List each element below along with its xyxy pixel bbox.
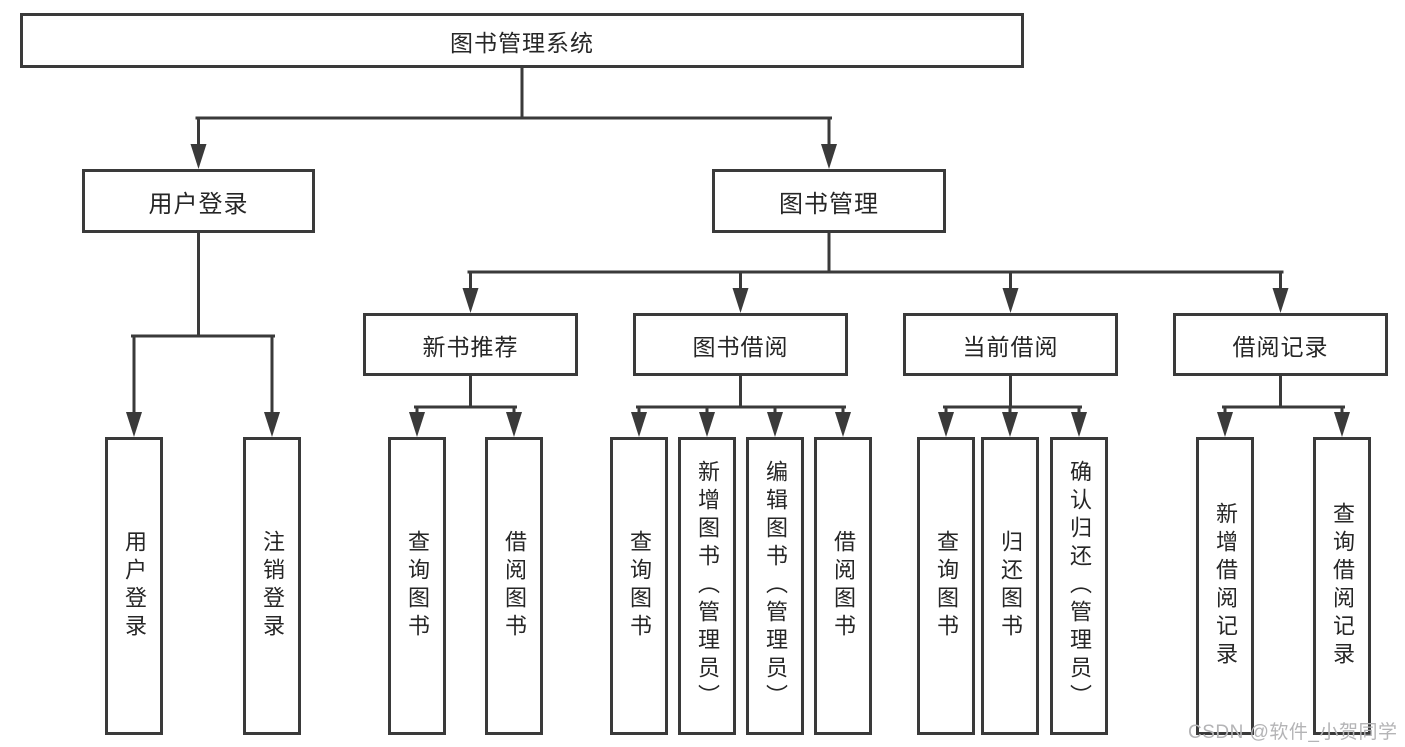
- node-book-borrow-label: 图书借阅: [692, 333, 789, 360]
- leaf-logout: 注销登录: [243, 437, 301, 735]
- leaf-return-book-label: 归还图书: [998, 530, 1023, 642]
- arrowheads: [126, 144, 1350, 437]
- node-borrow-record: 借阅记录: [1173, 313, 1388, 376]
- leaf-query-book-3-label: 查询图书: [934, 530, 959, 642]
- csdn-watermark: CSDN @软件_小贺同学: [1188, 722, 1398, 743]
- leaf-query-book-2: 查询图书: [610, 437, 668, 735]
- node-book-management-label: 图书管理: [779, 190, 879, 218]
- leaf-query-book-3: 查询图书: [917, 437, 975, 735]
- leaf-confirm-return-admin-label: 确认归还（管理员）: [1067, 460, 1092, 712]
- leaf-confirm-return-admin: 确认归还（管理员）: [1050, 437, 1108, 735]
- leaf-user-login: 用户登录: [105, 437, 163, 735]
- leaf-user-login-label: 用户登录: [122, 530, 147, 642]
- node-borrow-record-label: 借阅记录: [1232, 333, 1329, 360]
- leaf-query-book-1: 查询图书: [388, 437, 446, 735]
- node-new-book-recommend-label: 新书推荐: [422, 333, 519, 360]
- node-root-label: 图书管理系统: [450, 29, 594, 56]
- leaf-add-borrow-record-label: 新增借阅记录: [1213, 502, 1238, 670]
- leaf-borrow-book-2: 借阅图书: [814, 437, 872, 735]
- node-current-borrow: 当前借阅: [903, 313, 1118, 376]
- node-user-login: 用户登录: [82, 169, 315, 233]
- leaf-borrow-book-2-label: 借阅图书: [831, 530, 856, 642]
- leaf-add-book-admin-label: 新增图书（管理员）: [695, 460, 720, 712]
- leaf-query-borrow-record-label: 查询借阅记录: [1330, 502, 1355, 670]
- leaf-query-borrow-record: 查询借阅记录: [1313, 437, 1371, 735]
- leaf-add-borrow-record: 新增借阅记录: [1196, 437, 1254, 735]
- leaf-query-book-1-label: 查询图书: [405, 530, 430, 642]
- leaf-edit-book-admin-label: 编辑图书（管理员）: [763, 460, 788, 712]
- node-root-system: 图书管理系统: [20, 13, 1024, 68]
- leaf-return-book: 归还图书: [981, 437, 1039, 735]
- leaf-query-book-2-label: 查询图书: [627, 530, 652, 642]
- leaf-edit-book-admin: 编辑图书（管理员）: [746, 437, 804, 735]
- leaf-add-book-admin: 新增图书（管理员）: [678, 437, 736, 735]
- node-user-login-label: 用户登录: [148, 190, 249, 218]
- leaf-borrow-book-1: 借阅图书: [485, 437, 543, 735]
- node-book-management: 图书管理: [712, 169, 946, 233]
- node-new-book-recommend: 新书推荐: [363, 313, 578, 376]
- leaf-borrow-book-1-label: 借阅图书: [502, 530, 527, 642]
- node-book-borrow: 图书借阅: [633, 313, 848, 376]
- leaf-logout-label: 注销登录: [260, 530, 285, 642]
- node-current-borrow-label: 当前借阅: [962, 333, 1059, 360]
